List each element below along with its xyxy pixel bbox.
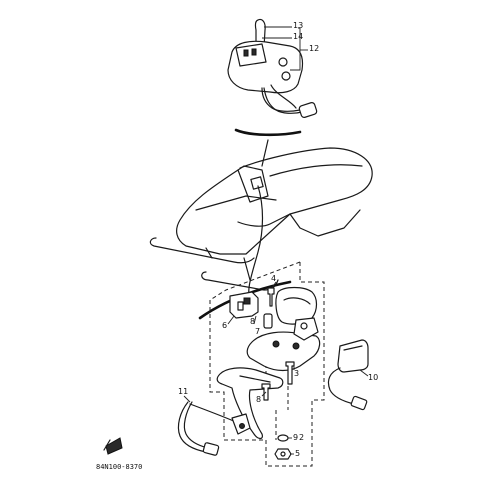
- leader-12-bracket: [290, 27, 301, 71]
- hood-housing-mark: [250, 176, 264, 190]
- direction-arrow-body: [105, 437, 123, 455]
- callout-3: 3: [294, 369, 300, 378]
- callout-12: 12: [309, 44, 320, 53]
- cover-ridge: [283, 297, 311, 305]
- housing-cable-guide: [270, 84, 297, 109]
- throttle-cable-route: [248, 185, 264, 301]
- switch-terminal-right: [251, 48, 257, 56]
- callout-11: 11: [178, 387, 189, 396]
- exploded-view-boundary: [209, 261, 325, 467]
- throttle-housing-assembly: [227, 18, 318, 118]
- switch-connector: [298, 102, 318, 118]
- cable-11-end: [202, 442, 220, 456]
- collar-upper: [263, 313, 273, 329]
- stop-switch-block: [235, 43, 267, 67]
- switch-body-ridge: [343, 345, 363, 351]
- track-rear: [289, 209, 361, 237]
- housing-screw-hole: [292, 342, 300, 350]
- cable-11-sheath: [177, 401, 207, 453]
- drawing-code: 84N100-8370: [96, 463, 143, 471]
- leader-7: [253, 315, 257, 325]
- bracket-tab: [237, 301, 244, 311]
- screw-3: [285, 361, 295, 385]
- switch-wire: [261, 87, 301, 112]
- lever-housing: [246, 331, 321, 372]
- nut-5-bore: [280, 451, 286, 457]
- brake-switch-body: [337, 339, 369, 373]
- front-direction-icon: [103, 437, 123, 455]
- leader-8-lower: [261, 391, 267, 397]
- lug-hole: [300, 322, 308, 330]
- cable-11-run: [189, 403, 237, 423]
- washer-9: [277, 434, 289, 442]
- housing-screw-upper: [278, 57, 288, 67]
- callout-7: 7: [255, 327, 261, 336]
- switch-10-wire: [327, 367, 355, 405]
- leader-11: [183, 395, 191, 403]
- bracket-clip: [243, 297, 251, 305]
- callout-10: 10: [368, 373, 379, 382]
- nut-5: [274, 448, 292, 460]
- housing-screw-lower: [281, 71, 291, 81]
- callout-8-lower: 8: [256, 395, 262, 404]
- callout-8-upper: 8: [250, 317, 256, 326]
- callout-13: 13: [293, 21, 304, 30]
- housing-pivot-hole: [272, 340, 280, 348]
- callout-14: 14: [293, 32, 304, 41]
- cable-to-snowmobile: [261, 139, 269, 167]
- leader-6: [227, 315, 235, 325]
- bolt-4: [267, 287, 275, 307]
- hood: [176, 169, 291, 255]
- seat-and-body: [237, 147, 373, 227]
- cable-11-sheath-inner: [183, 401, 209, 449]
- callout-9: 9: [293, 433, 299, 442]
- adjuster-hole: [239, 423, 245, 429]
- side-panel: [195, 195, 277, 211]
- section-break-upper: [234, 128, 302, 137]
- housing-mount-lug: [293, 317, 319, 341]
- ski-strut-front: [205, 247, 213, 259]
- callout-5: 5: [295, 449, 301, 458]
- windshield: [237, 165, 269, 203]
- lever-grip-line: [239, 375, 271, 383]
- switch-10-connector: [350, 395, 368, 411]
- brake-switch-10: [327, 339, 369, 411]
- callout-6: 6: [222, 321, 228, 330]
- lower-assembly: [216, 286, 321, 460]
- callout-4: 4: [271, 274, 277, 283]
- callout-2: 2: [299, 433, 305, 442]
- leader-4: [271, 281, 277, 289]
- seat-line: [269, 164, 363, 177]
- switch-terminal-left: [243, 49, 249, 57]
- snowmobile-outline: [149, 147, 373, 291]
- switch-wire-second: [263, 87, 303, 114]
- front-ski: [149, 237, 255, 264]
- direction-arrow-tail: [103, 439, 111, 451]
- switch-bracket: [229, 291, 259, 319]
- ski-strut-rear: [243, 257, 251, 281]
- leader-10: [359, 369, 369, 377]
- throttle-cable-11: [177, 401, 251, 456]
